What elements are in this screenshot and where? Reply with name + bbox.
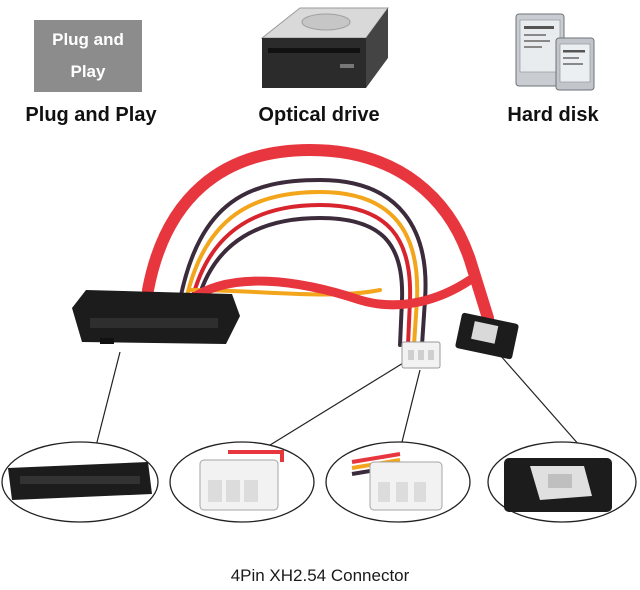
sata-latch-connector: [455, 312, 519, 360]
optical-drive-icon: [260, 7, 389, 88]
sata-latch-connector-closeup: [487, 441, 637, 523]
xh254-connector-small: [401, 341, 441, 369]
xh254-connector-closeup-front: [325, 441, 471, 523]
sata-22pin-connector: [72, 290, 240, 344]
feature-label-plug-and-play: Plug and Play: [25, 104, 157, 126]
badge-line-2: Play: [70, 62, 106, 81]
plug-and-play-badge: Plug and Play: [34, 20, 142, 92]
sata-power-connector-closeup: [1, 441, 159, 523]
connector-caption: 4Pin XH2.54 Connector: [230, 566, 410, 585]
feature-label-hard-disk: Hard disk: [507, 104, 599, 126]
hard-disk-icon: [515, 13, 595, 91]
feature-label-optical-drive: Optical drive: [258, 104, 380, 126]
callout-leaders: [94, 351, 581, 451]
sata-data-cable: [142, 143, 494, 324]
badge-line-1: Plug and: [52, 30, 124, 49]
xh254-connector-closeup-back: [169, 441, 315, 523]
